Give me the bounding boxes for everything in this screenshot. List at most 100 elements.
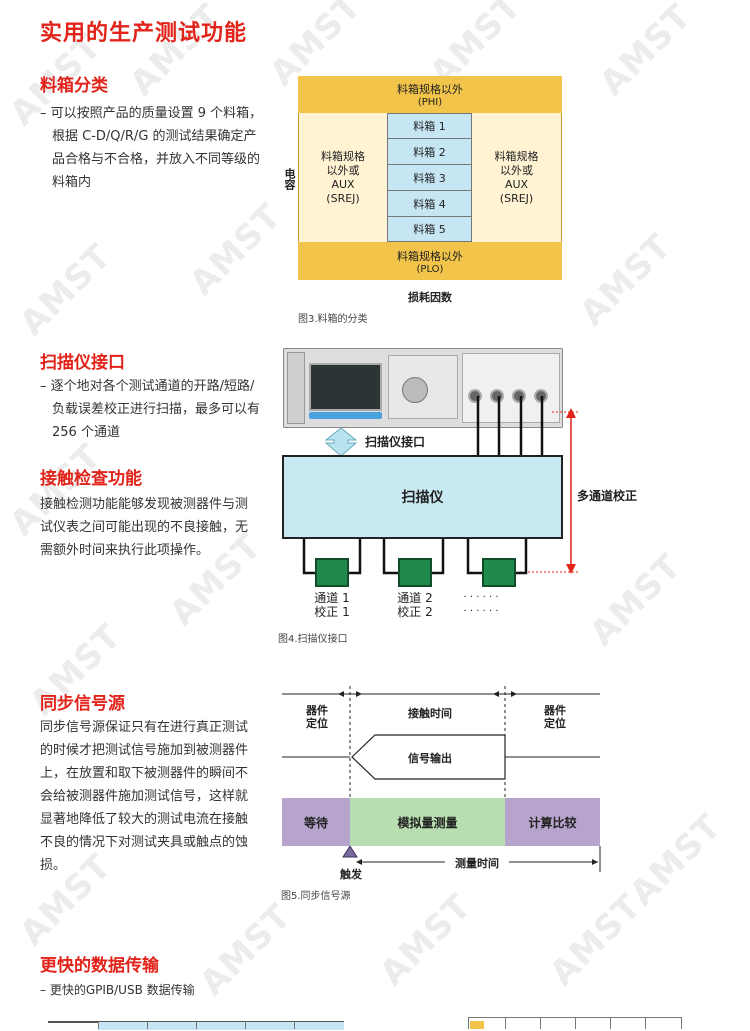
bin-cell-label: 料箱 2 xyxy=(413,145,446,159)
arrow-up-icon xyxy=(566,408,576,418)
analog-measure-label: 模拟量测量 xyxy=(397,815,458,830)
signal-output-shape xyxy=(351,734,506,780)
bin-y-axis-label: 电容 xyxy=(283,168,296,190)
bin-left-label-4: (SREJ) xyxy=(326,191,360,205)
bin-description: – 可以按照产品的质量设置 9 个料箱，根据 C-D/Q/R/G 的测试结果确定… xyxy=(40,106,263,190)
bin-x-axis-label: 损耗因数 xyxy=(408,291,452,304)
channel-1-label: 通道 1 校正 1 xyxy=(306,591,358,619)
multi-channel-label: 多通道校正 xyxy=(577,489,638,503)
compute-label: 计算比较 xyxy=(528,815,577,830)
sync-heading: 同步信号源 xyxy=(40,694,125,714)
arrow-left-icon xyxy=(338,691,344,697)
arrow-left-icon xyxy=(356,859,362,865)
scanner-description: – 逐个地对各个测试通道的开路/短路/负载误差校正进行扫描，最多可以有 256 … xyxy=(40,379,261,440)
bin-left-srej: 料箱规格 以外或 AUX (SREJ) xyxy=(299,113,387,242)
bin-right-label-1: 料箱规格 xyxy=(494,149,539,163)
channel-1-fixture-icon xyxy=(315,558,349,587)
bin-right-label-2: 以外或 xyxy=(500,163,533,177)
scanner-connections xyxy=(302,396,578,575)
trigger-label: 触发 xyxy=(340,868,362,881)
device-position-left-2: 定位 xyxy=(306,717,328,730)
bin-plo-code: (PLO) xyxy=(416,263,444,275)
instrument-panel xyxy=(283,348,563,428)
page-title: 实用的生产测试功能 xyxy=(40,21,248,46)
channel-3-fixture-icon xyxy=(482,558,516,587)
arrow-right-icon xyxy=(356,691,362,697)
table-divider xyxy=(645,1017,646,1029)
watermark-logo: AMST xyxy=(372,886,480,994)
transfer-description: – 更快的GPIB/USB 数据传输 xyxy=(40,983,195,997)
instrument-screen xyxy=(309,363,382,411)
bin-right-srej: 料箱规格 以外或 AUX (SREJ) xyxy=(472,113,561,242)
arrow-down-icon xyxy=(566,564,576,574)
bin-right-label-3: AUX xyxy=(504,177,529,191)
table-divider xyxy=(610,1017,611,1029)
channel-2-wiring xyxy=(382,538,445,575)
table-divider xyxy=(147,1021,148,1029)
table-divider xyxy=(98,1021,99,1029)
table-header-fill xyxy=(98,1022,344,1030)
transfer-heading: 更快的数据传输 xyxy=(40,956,159,976)
bin-cell-label: 料箱 3 xyxy=(413,171,446,185)
bin-left-label-2: 以外或 xyxy=(326,163,360,177)
analog-measure-block: 模拟量测量 xyxy=(350,798,505,846)
bnc-connector-icon xyxy=(490,389,504,403)
table-divider xyxy=(505,1017,506,1029)
bin-phi-label: 料箱规格以外 xyxy=(397,83,463,96)
device-position-right-1: 器件 xyxy=(544,704,566,717)
bin-cell: 料箱 1 xyxy=(387,113,472,139)
trigger-icon xyxy=(342,845,358,858)
sync-description: 同步信号源保证只有在进行真正测试的时候才把测试信号施加到被测器件上，在放置和取下… xyxy=(40,720,249,873)
table-divider xyxy=(196,1021,197,1029)
bin-cell-label: 料箱 4 xyxy=(413,197,446,211)
table-divider xyxy=(540,1017,541,1029)
channel-2-fixture-icon xyxy=(398,558,432,587)
signal-output-label: 信号输出 xyxy=(408,752,452,765)
bin-cell: 料箱 4 xyxy=(387,191,472,217)
bin-cell-label: 料箱 1 xyxy=(413,120,446,133)
bin-cell: 料箱 3 xyxy=(387,165,472,191)
table-header-fill xyxy=(470,1021,484,1029)
wait-label: 等待 xyxy=(303,815,328,830)
bin-cell: 料箱 2 xyxy=(387,139,472,165)
device-position-left: 器件 定位 xyxy=(300,704,334,730)
bin-phi-band: 料箱规格以外 (PHI) xyxy=(298,76,562,113)
arrow-right-icon xyxy=(592,859,598,865)
timing-diagram-lines xyxy=(282,686,601,872)
channel-2-name: 通道 2 xyxy=(397,591,433,605)
wait-block: 等待 xyxy=(282,798,350,846)
watermark-logo: AMST xyxy=(542,886,650,994)
channel-1-correction: 校正 1 xyxy=(314,605,350,619)
table-divider xyxy=(575,1017,576,1029)
bin-cell-label: 料箱 5 xyxy=(413,223,446,236)
instrument-side-handle xyxy=(287,352,305,424)
device-position-left-1: 器件 xyxy=(306,704,328,717)
device-position-right-2: 定位 xyxy=(544,717,566,730)
device-position-right: 器件 定位 xyxy=(538,704,572,730)
scanner-label: 扫描仪 xyxy=(401,490,444,506)
bin-left-label-3: AUX xyxy=(331,177,355,191)
bin-caption: 图3.料箱的分类 xyxy=(298,314,368,325)
watermark-logo: AMST xyxy=(192,896,300,1004)
scanner-heading: 扫描仪接口 xyxy=(40,353,125,373)
bin-left-label-1: 料箱规格 xyxy=(321,149,365,163)
bin-plo-label: 料箱规格以外 xyxy=(397,249,463,263)
contact-time-label: 接触时间 xyxy=(408,707,452,720)
table-divider xyxy=(245,1021,246,1029)
bin-phi-code: (PHI) xyxy=(417,97,443,108)
channel-2-correction: 校正 2 xyxy=(397,605,433,619)
instrument-softkeys xyxy=(309,412,382,419)
bnc-connector-icon xyxy=(512,389,526,403)
table-divider xyxy=(294,1021,295,1029)
bin-heading: 料箱分类 xyxy=(40,76,108,96)
bin-cell: 料箱 5 xyxy=(387,217,472,242)
scanner-caption: 图4.扫描仪接口 xyxy=(278,634,348,645)
contact-heading: 接触检查功能 xyxy=(40,469,142,489)
channel-1-wiring xyxy=(302,538,362,575)
bin-right-label-4: (SREJ) xyxy=(499,191,534,205)
instrument-knob-icon xyxy=(402,377,428,403)
compute-block: 计算比较 xyxy=(505,798,600,846)
scanner-box: 扫描仪 xyxy=(282,455,563,539)
channel-more-label: · · · · · · · · · · · · xyxy=(456,591,506,619)
sync-caption: 图5.同步信号源 xyxy=(281,891,351,902)
